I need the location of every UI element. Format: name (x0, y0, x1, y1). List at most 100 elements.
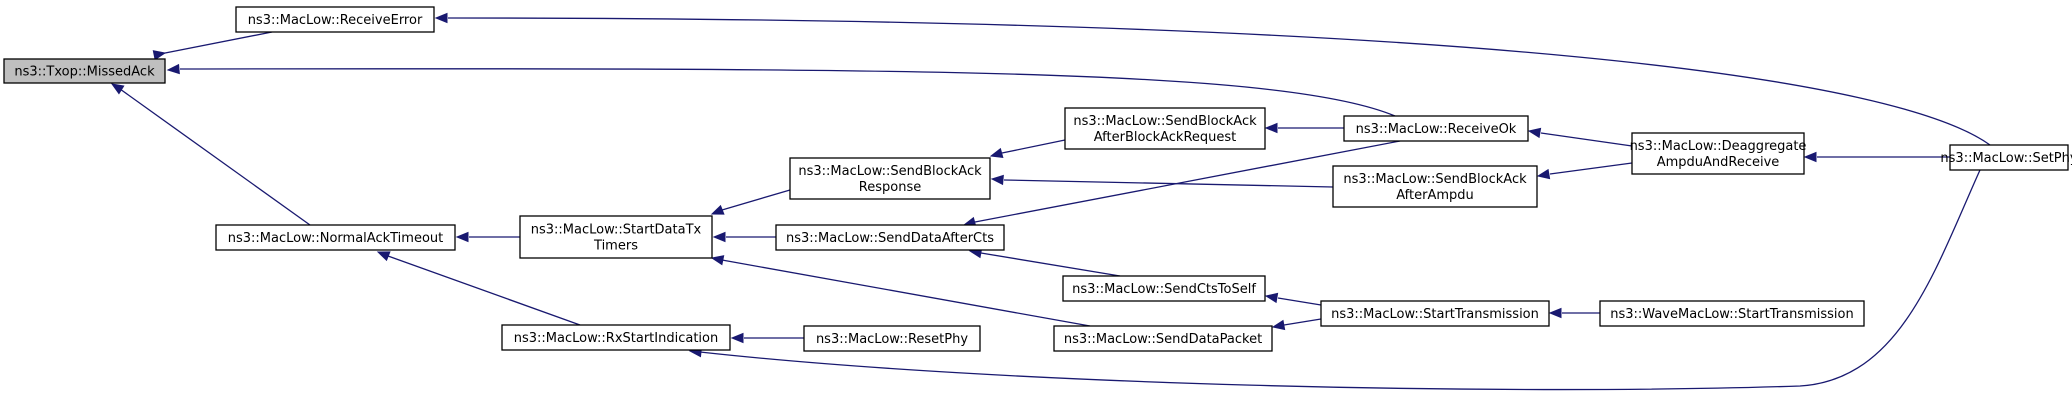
edge-line (119, 88, 311, 226)
node-resetphy[interactable]: ns3::MacLow::ResetPhy (803, 325, 981, 352)
edge-starttx-to-senddatapkt (1271, 318, 1322, 331)
node-label: ns3::MacLow::SendCtsToSelf (1072, 282, 1256, 297)
node-recverr[interactable]: ns3::MacLow::ReceiveError (235, 6, 435, 33)
node-recvok[interactable]: ns3::MacLow::ReceiveOk (1343, 115, 1529, 142)
edge-line (699, 169, 1981, 391)
arrowhead-icon (152, 50, 167, 61)
edge-recvok-to-senddatacts (962, 140, 1401, 228)
edge-line (1003, 179, 1334, 188)
node-senddatapkt[interactable]: ns3::MacLow::SendDataPacket (1053, 325, 1273, 352)
node-box (1332, 165, 1538, 208)
node-label: ns3::MacLow::ReceiveOk (1356, 122, 1517, 137)
node-box (775, 224, 1005, 251)
node-box (1631, 132, 1805, 175)
arrowhead-icon (434, 12, 448, 24)
node-sendcts[interactable]: ns3::MacLow::SendCtsToSelf (1062, 275, 1266, 302)
arrowhead-icon (1536, 168, 1551, 180)
node-box (789, 157, 991, 200)
node-label: ns3::WaveMacLow::StartTransmission (1610, 307, 1853, 322)
node-label: ns3::MacLow::RxStartIndication (514, 331, 718, 346)
node-label: ns3::MacLow::SendBlockAck (1343, 172, 1527, 187)
node-box (215, 224, 456, 251)
node-box (1599, 300, 1865, 327)
edge-line (721, 259, 1091, 327)
node-wavestart[interactable]: ns3::WaveMacLow::StartTransmission (1599, 300, 1865, 327)
node-box (1062, 275, 1266, 302)
nodes-layer: ns3::Txop::MissedAckns3::MacLow::Receive… (3, 6, 2072, 352)
edge-setphy-to-recverr (434, 12, 1991, 146)
arrowhead-icon (1548, 307, 1562, 319)
edge-normalack-to-missedack (110, 83, 311, 226)
node-label: ns3::Txop::MissedAck (14, 65, 155, 80)
edge-line (980, 252, 1121, 277)
node-label: ns3::MacLow::SendDataPacket (1064, 332, 1262, 347)
arrowhead-icon (166, 63, 180, 75)
edge-startdatatx-to-normalack (455, 231, 520, 243)
node-box (519, 215, 713, 259)
node-label: ns3::MacLow::StartTransmission (1331, 307, 1539, 322)
arrowhead-icon (1527, 127, 1542, 139)
edge-line (974, 140, 1401, 223)
node-label: AfterAmpdu (1396, 188, 1474, 203)
node-senddatacts[interactable]: ns3::MacLow::SendDataAfterCts (775, 224, 1005, 251)
node-label: ns3::MacLow::ReceiveError (248, 13, 423, 28)
node-normalack[interactable]: ns3::MacLow::NormalAckTimeout (215, 224, 456, 251)
edge-deagg-to-sbaampdu (1536, 162, 1633, 180)
node-label: ns3::MacLow::ResetPhy (816, 332, 968, 347)
arrowhead-icon (712, 231, 726, 243)
edge-sendcts-to-senddatacts (968, 247, 1121, 277)
edge-deagg-to-recvok (1527, 127, 1633, 147)
edge-sbaampdu-to-sbaresp (990, 174, 1334, 188)
node-box (1320, 300, 1550, 327)
node-box (1343, 115, 1529, 142)
node-box (3, 58, 166, 84)
edge-senddatacts-to-startdatatx (712, 231, 776, 243)
node-box (803, 325, 981, 352)
node-label: ns3::MacLow::SendBlockAck (798, 164, 982, 179)
arrowhead-icon (1264, 292, 1279, 304)
node-rxstart[interactable]: ns3::MacLow::RxStartIndication (501, 324, 731, 351)
node-sbabar[interactable]: ns3::MacLow::SendBlockAckAfterBlockAckRe… (1064, 107, 1266, 150)
edge-line (1549, 162, 1633, 175)
node-box (501, 324, 731, 351)
edge-starttx-to-sendcts (1264, 292, 1322, 306)
edge-line (1001, 139, 1066, 154)
node-starttx[interactable]: ns3::MacLow::StartTransmission (1320, 300, 1550, 327)
node-missedack[interactable]: ns3::Txop::MissedAck (3, 58, 166, 84)
edge-line (447, 17, 1991, 146)
node-setphy[interactable]: ns3::MacLow::SetPhy (1940, 144, 2072, 171)
node-label: AfterBlockAckRequest (1094, 130, 1237, 145)
edge-line (154, 31, 273, 56)
edge-line (179, 68, 1396, 117)
arrowhead-icon (710, 204, 725, 215)
edge-sbabar-to-sbaresp (989, 139, 1066, 159)
node-label: Response (859, 180, 921, 195)
arrowhead-icon (455, 231, 469, 243)
edge-sbaresp-to-startdatatx (710, 189, 791, 215)
node-box (1053, 325, 1273, 352)
edge-line (1277, 297, 1322, 306)
edge-wavestart-to-starttx (1548, 307, 1600, 319)
node-box (235, 6, 435, 33)
edge-recvok-to-missedack (166, 63, 1396, 117)
node-label: Timers (593, 239, 638, 254)
node-label: AmpduAndReceive (1657, 155, 1780, 170)
edge-senddatapkt-to-startdatatx (710, 255, 1091, 327)
arrowhead-icon (110, 83, 125, 95)
edges-layer (110, 12, 1991, 391)
arrowhead-icon (730, 332, 744, 344)
node-label: ns3::MacLow::SendBlockAck (1073, 114, 1257, 129)
arrowhead-icon (1803, 151, 1817, 163)
edge-recverr-to-missedack (152, 31, 273, 61)
arrowhead-icon (1271, 319, 1286, 331)
arrowhead-icon (990, 174, 1004, 186)
edge-rxstart-to-normalack (376, 251, 581, 326)
edge-line (1540, 132, 1633, 147)
node-label: ns3::MacLow::NormalAckTimeout (228, 231, 444, 246)
edge-setphy-to-deagg (1803, 151, 1950, 163)
